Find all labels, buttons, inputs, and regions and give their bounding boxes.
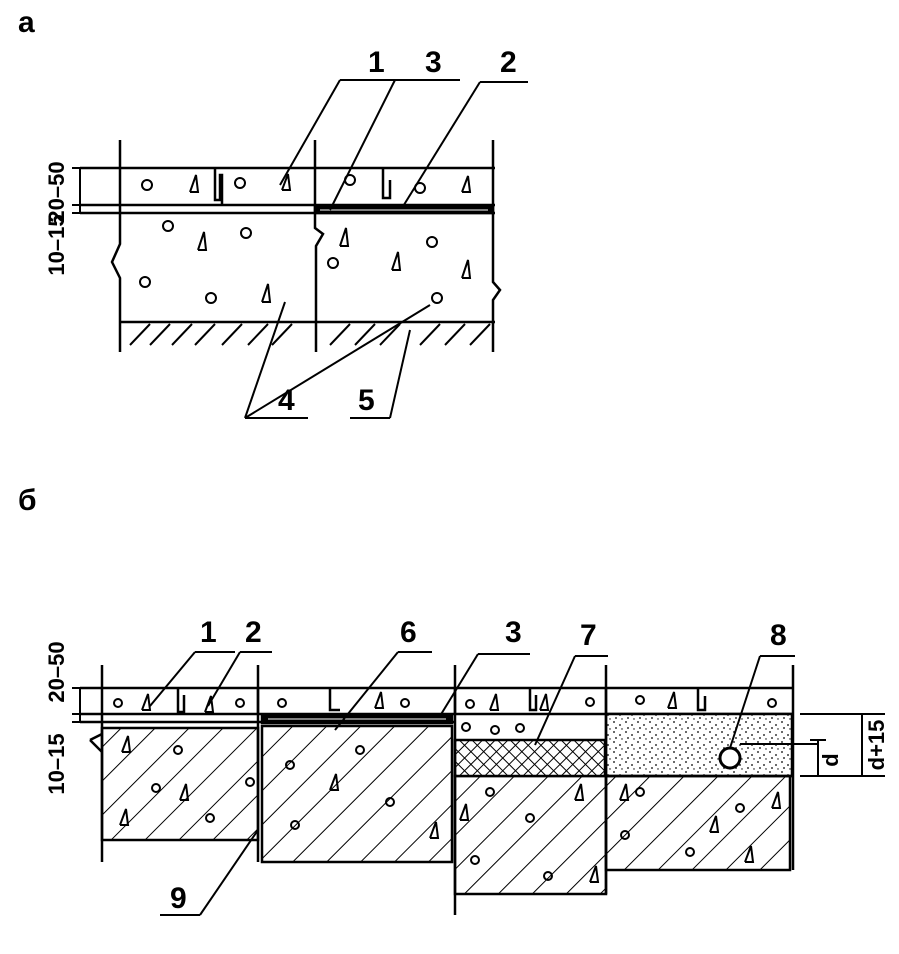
- callout-7-b: 7: [580, 619, 597, 652]
- tile-joint: [213, 168, 224, 205]
- leader-lines: [244, 79, 528, 419]
- dim-adhesive-thickness-b: 10–15: [44, 733, 69, 794]
- callout-3: 3: [425, 46, 442, 79]
- callout-2: 2: [500, 46, 517, 79]
- base-block-4: [604, 774, 792, 872]
- panel-a: а: [18, 6, 528, 419]
- heating-pipe: [718, 746, 742, 770]
- callout-8-b: 8: [770, 619, 787, 652]
- panel-b: б: [18, 484, 889, 916]
- concrete-aggregate-b: [113, 691, 782, 883]
- callout-4: 4: [278, 384, 295, 417]
- dim-pipe-diameter: d: [818, 753, 843, 766]
- leader-lines-b: [149, 651, 795, 916]
- callout-1: 1: [368, 46, 385, 79]
- panel-a-letter: а: [18, 6, 35, 39]
- panel-b-letter: б: [18, 484, 37, 517]
- callout-3-b: 3: [505, 616, 522, 649]
- insulation-layer: [453, 738, 607, 778]
- ground-hatch: [129, 323, 491, 346]
- dim-screed-thickness: d+15: [864, 720, 889, 771]
- callout-9-b: 9: [170, 882, 187, 915]
- callout-6-b: 6: [400, 616, 417, 649]
- dim-tile-thickness: 20–50: [44, 161, 69, 222]
- base-block-2: [260, 724, 454, 864]
- dim-tile-thickness-b: 20–50: [44, 641, 69, 702]
- base-block-3: [453, 774, 608, 896]
- dim-adhesive-thickness: 10–15: [44, 214, 69, 275]
- callout-5: 5: [358, 384, 375, 417]
- callout-2-b: 2: [245, 616, 262, 649]
- concrete-aggregate: [139, 173, 472, 304]
- callout-1-b: 1: [200, 616, 217, 649]
